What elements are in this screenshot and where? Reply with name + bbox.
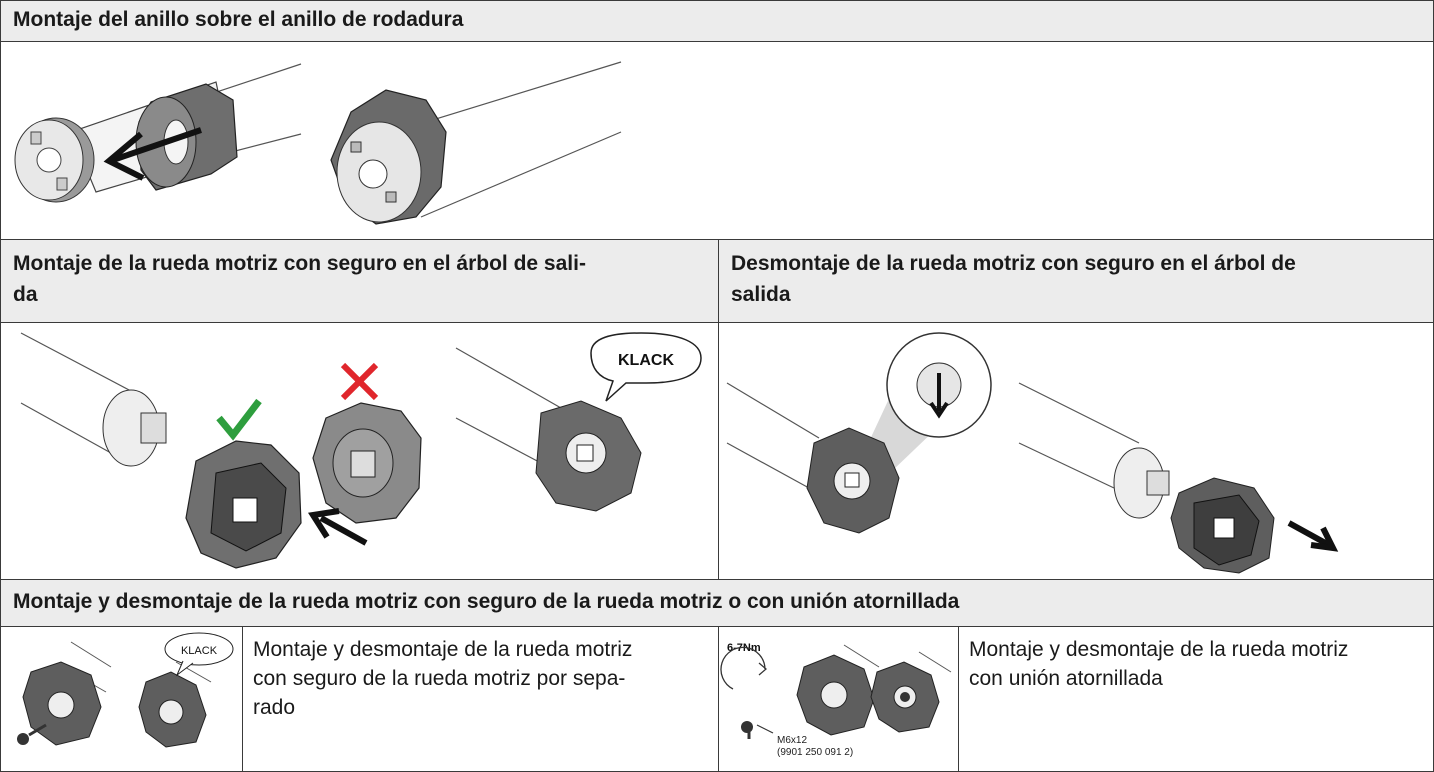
arrow-icon xyxy=(103,127,202,181)
cross-icon xyxy=(340,362,379,401)
section-header-ring-mounting: Montaje del anillo sobre el anillo de ro… xyxy=(0,0,1434,42)
section-title: Montaje del anillo sobre el anillo de ro… xyxy=(13,8,464,31)
separate-lock-illustration: KLACK xyxy=(0,626,243,772)
section-header-mounting-drive-wheel: Montaje de la rueda motriz con seguro en… xyxy=(0,239,719,323)
description-line: rado xyxy=(253,696,296,719)
section-title: Montaje y desmontaje de la rueda motriz … xyxy=(13,590,960,613)
klack-label: KLACK xyxy=(618,352,674,369)
speech-bubble-icon xyxy=(164,632,234,677)
drive-wheel-mounted xyxy=(535,400,642,512)
arrow-icon xyxy=(308,508,368,546)
ring-mounting-drawing xyxy=(14,61,622,225)
dismounting-drive-wheel-drawing xyxy=(726,332,1339,574)
section-header-dismounting-drive-wheel: Desmontaje de la rueda motriz con seguro… xyxy=(718,239,1434,323)
klack-label: KLACK xyxy=(181,645,218,657)
section-header-mount-dismount: Montaje y desmontaje de la rueda motriz … xyxy=(0,579,1434,627)
mounting-drive-wheel-illustration: KLACK xyxy=(0,322,719,580)
section-title-line: Desmontaje de la rueda motriz con seguro… xyxy=(731,252,1296,275)
screw-connection-drawing: 6-7Nm M6x12 (9901 250 091 2) xyxy=(720,642,952,758)
drive-wheel-wrong xyxy=(312,402,422,524)
description-line: Montaje y desmontaje de la rueda motriz xyxy=(253,638,633,661)
rotation-arrow-icon xyxy=(720,646,767,690)
description-line: con unión atornillada xyxy=(969,667,1163,690)
description-line: con seguro de la rueda motriz por sepa- xyxy=(253,667,626,690)
drive-wheel-locked xyxy=(806,427,900,534)
arrow-icon xyxy=(1287,520,1339,552)
dismounting-drive-wheel-illustration xyxy=(718,322,1434,580)
magnifier-icon xyxy=(886,332,992,438)
ring-mounting-illustration xyxy=(0,41,1434,240)
mounting-drive-wheel-drawing: KLACK xyxy=(20,332,702,569)
description-line: Montaje y desmontaje de la rueda motriz xyxy=(969,638,1349,661)
drive-wheel-correct xyxy=(185,440,302,569)
speech-bubble-icon xyxy=(590,332,702,402)
separate-lock-drawing: KLACK xyxy=(17,632,234,748)
section-title-line: Montaje de la rueda motriz con seguro en… xyxy=(13,252,586,275)
part-number-label: (9901 250 091 2) xyxy=(777,747,853,758)
section-title-line: da xyxy=(13,283,38,306)
screw-label: M6x12 xyxy=(777,735,807,746)
section-title-line: salida xyxy=(731,283,791,306)
check-icon xyxy=(216,398,262,441)
screw-connection-illustration: 6-7Nm M6x12 (9901 250 091 2) xyxy=(718,626,959,772)
separate-lock-description: Montaje y desmontaje de la rueda motriz … xyxy=(242,626,719,772)
drive-wheel-removed xyxy=(1170,477,1275,574)
screw-connection-description: Montaje y desmontaje de la rueda motriz … xyxy=(958,626,1434,772)
ring-mounted-part xyxy=(330,89,447,225)
